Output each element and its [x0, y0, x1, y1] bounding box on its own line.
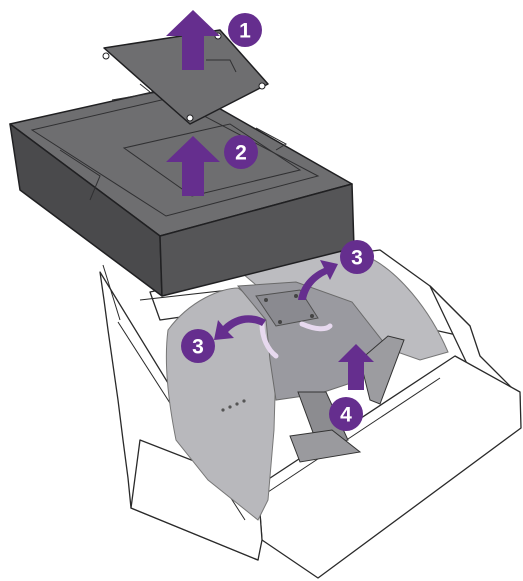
svg-text:4: 4: [340, 404, 352, 427]
up-arrow-icon: [338, 344, 374, 390]
curved-arrow-icon: [298, 260, 338, 300]
monitor-button: [242, 399, 246, 403]
step-3-marker-right: 3: [340, 240, 374, 274]
step-2-marker: 2: [224, 135, 258, 169]
stand-riser: [359, 335, 405, 405]
svg-text:3: 3: [351, 247, 363, 270]
stand-base: [289, 429, 362, 463]
step-4-marker: 4: [329, 397, 363, 431]
step-3-marker-left: 3: [181, 329, 215, 363]
monitor-button: [221, 408, 225, 412]
curved-arrow-icon: [214, 315, 266, 340]
up-arrow-icon: [166, 10, 220, 70]
monitor-stand: [289, 335, 405, 463]
monitor-button: [235, 402, 239, 406]
svg-text:2: 2: [235, 142, 247, 165]
monitor-button: [228, 405, 232, 409]
up-arrow-icon: [166, 136, 220, 196]
step-1-marker: 1: [228, 13, 262, 47]
svg-text:1: 1: [239, 20, 251, 43]
svg-text:3: 3: [192, 336, 204, 359]
